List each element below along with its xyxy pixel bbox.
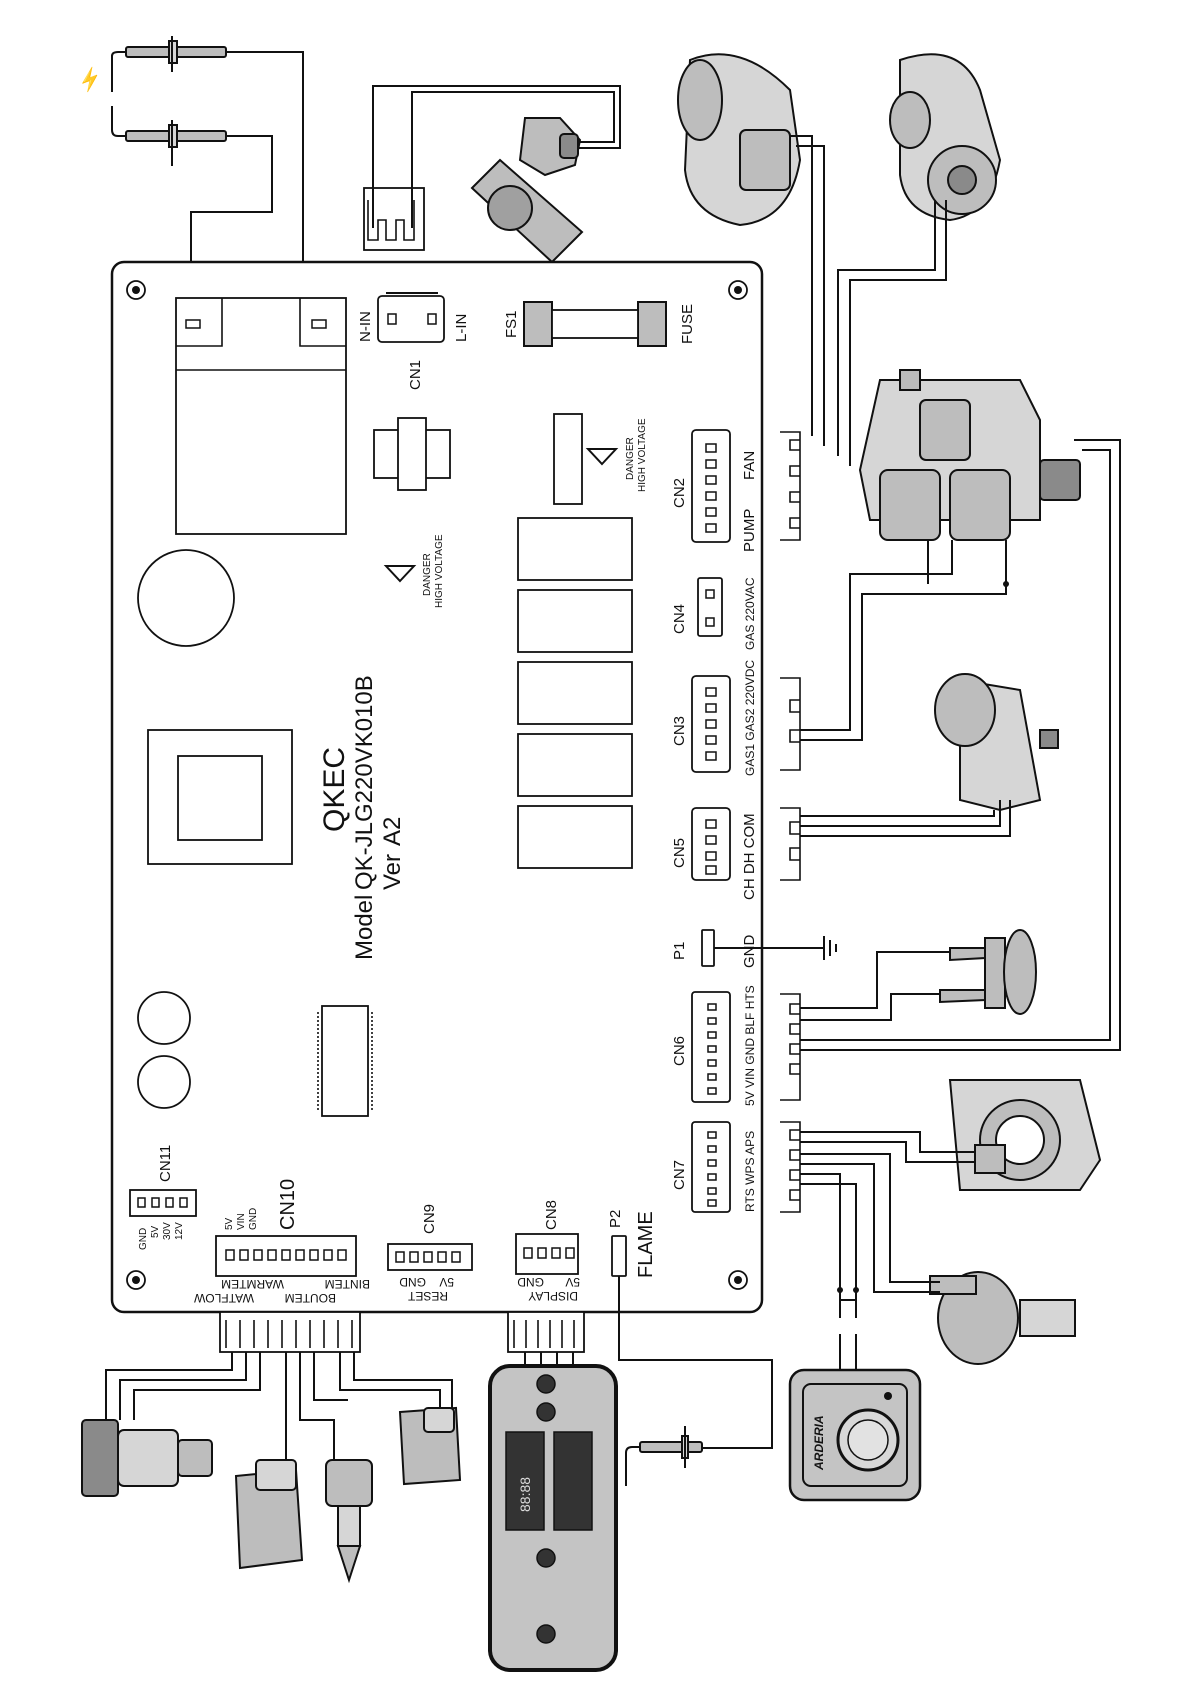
cn4-label: CN4 xyxy=(671,604,688,634)
version-number: A2 xyxy=(379,817,406,846)
connector-p2[interactable]: P2 FLAME xyxy=(607,1210,773,1449)
capacitor xyxy=(137,549,235,647)
choke-component xyxy=(373,417,451,491)
display-panel: 88:88 xyxy=(488,1311,618,1672)
flow-switch xyxy=(800,673,1059,837)
cn9-pin: 5V xyxy=(439,1275,454,1289)
display-digits: 88:88 xyxy=(517,1477,533,1512)
connector-cn1[interactable]: N-IN L-IN CN1 xyxy=(357,292,470,390)
capacitor-small xyxy=(137,1055,191,1109)
p1-gnd-label: GND xyxy=(741,935,758,969)
connector-cn7[interactable]: CN7 RTS WPS APS xyxy=(671,1121,801,1213)
cn6-label: CN6 xyxy=(671,1036,688,1066)
display-button xyxy=(536,1548,556,1568)
connector-cn2[interactable]: CN2 PUMP FAN xyxy=(671,429,801,552)
power-transformer xyxy=(147,729,293,865)
connector-cn9[interactable]: CN9 5V GND RESET xyxy=(387,1204,473,1303)
cn3-desc: GAS1 GAS2 220VDC xyxy=(743,660,757,776)
high-voltage-text: HIGH VOLTAGE xyxy=(637,418,648,492)
cn9-reset-label: RESET xyxy=(407,1289,448,1303)
cn3-label: CN3 xyxy=(671,716,688,746)
cn5-label: CN5 xyxy=(671,838,688,868)
gas-valve xyxy=(800,369,1121,1051)
model-number: QK-JLG220VK010B xyxy=(351,675,378,890)
ntc-sensor-boutem xyxy=(234,1459,304,1570)
capacitor-small xyxy=(137,991,191,1045)
fs1-label: FS1 xyxy=(503,310,520,338)
brand-name: QKEC xyxy=(318,747,351,832)
cn8-display-label: DISPLAY xyxy=(528,1289,578,1303)
thermostat-brand: ARDERIA xyxy=(812,1415,826,1471)
cn6-desc: 5V VIN GND BLF HTS xyxy=(743,985,757,1106)
connector-cn5[interactable]: CN5 CH DH COM xyxy=(671,807,801,900)
cn1-pin-n-in: N-IN xyxy=(357,311,374,342)
cn10-watflow: WATFLOW xyxy=(193,1291,254,1305)
flame-label: FLAME xyxy=(635,1211,657,1278)
cn8-label: CN8 xyxy=(543,1200,560,1230)
connector-cn10[interactable]: CN10 5V VIN GND WARMTEM BINTEM BOUTEM WA… xyxy=(193,1179,370,1305)
connector-p1[interactable]: P1 GND xyxy=(671,929,837,969)
cn10-boutem: BOUTEM xyxy=(285,1291,336,1305)
ignition-spark-icon: ⚡ xyxy=(74,64,106,95)
overheat-thermostat xyxy=(800,929,1037,1021)
cn4-desc: GAS 220VAC xyxy=(743,577,757,650)
relays xyxy=(517,413,633,869)
cn1-pin-l-in: L-IN xyxy=(453,314,470,342)
danger-warning-1: DANGER HIGH VOLTAGE xyxy=(383,534,445,608)
high-voltage-text: HIGH VOLTAGE xyxy=(434,534,445,608)
cn8-pin: GND xyxy=(517,1275,544,1289)
cn10-label: CN10 xyxy=(277,1179,299,1230)
cn5-desc: CH DH COM xyxy=(741,813,758,900)
ntc-sensor-bintem xyxy=(325,1459,373,1584)
cn11-pin: GND xyxy=(138,1228,149,1250)
cn11-label: CN11 xyxy=(157,1145,174,1182)
cn10-pin: VIN xyxy=(236,1213,247,1230)
air-pressure-switch xyxy=(800,1079,1102,1191)
ignition-transformer xyxy=(175,297,347,535)
cn10-warmtem: WARMTEM xyxy=(221,1277,284,1291)
cn9-pin: GND xyxy=(399,1275,426,1289)
pump xyxy=(837,53,1002,466)
cn7-desc: RTS WPS APS xyxy=(743,1131,757,1212)
ntc-sensor-warmtem xyxy=(398,1406,462,1486)
connector-cn3[interactable]: CN3 GAS1 GAS2 220VDC xyxy=(671,660,801,776)
connector-cn6[interactable]: CN6 5V VIN GND BLF HTS xyxy=(671,985,801,1106)
cn11-pin: 12V xyxy=(174,1222,185,1240)
cn10-pin: 5V xyxy=(224,1217,235,1230)
model-label: Model xyxy=(351,895,378,960)
microcontroller xyxy=(317,1005,373,1117)
fuse-label: FUSE xyxy=(679,304,696,344)
danger-warning-2: DANGER HIGH VOLTAGE xyxy=(585,418,648,492)
cn2-pin-pump: PUMP xyxy=(741,509,758,552)
version-label: Ver xyxy=(379,854,406,890)
connector-cn4[interactable]: CN4 GAS 220VAC xyxy=(671,577,757,650)
fuse-fs1[interactable]: FS1 FUSE xyxy=(503,301,696,347)
cn10-bintem: BINTEM xyxy=(325,1277,370,1291)
connector-cn11[interactable]: CN11 GND 5V 30V 12V xyxy=(129,1145,197,1250)
cn7-label: CN7 xyxy=(671,1160,688,1190)
cn11-pin: 5V xyxy=(150,1225,161,1238)
p1-label: P1 xyxy=(671,942,688,960)
cn1-label: CN1 xyxy=(407,360,424,390)
display-button xyxy=(536,1624,556,1644)
room-thermostat: ARDERIA xyxy=(788,1173,922,1502)
danger-text: DANGER xyxy=(625,437,636,480)
flame-electrode xyxy=(625,1426,703,1486)
cn8-pin: 5V xyxy=(565,1275,580,1289)
fan-blower xyxy=(677,53,825,446)
power-plug xyxy=(363,85,621,264)
cn11-pin: 30V xyxy=(162,1222,173,1240)
water-flow-sensor xyxy=(81,1419,213,1497)
connector-cn8[interactable]: CN8 5V GND DISPLAY xyxy=(515,1200,580,1303)
p2-label: P2 xyxy=(607,1210,624,1228)
danger-text: DANGER xyxy=(422,553,433,596)
cn10-pin: GND xyxy=(248,1208,259,1230)
cn2-pin-fan: FAN xyxy=(741,451,758,480)
water-pressure-sensor xyxy=(800,1153,1076,1365)
mounting-holes xyxy=(126,280,748,1290)
cn10-harness xyxy=(105,1311,453,1470)
cn2-label: CN2 xyxy=(671,478,688,508)
cn9-label: CN9 xyxy=(421,1204,438,1234)
